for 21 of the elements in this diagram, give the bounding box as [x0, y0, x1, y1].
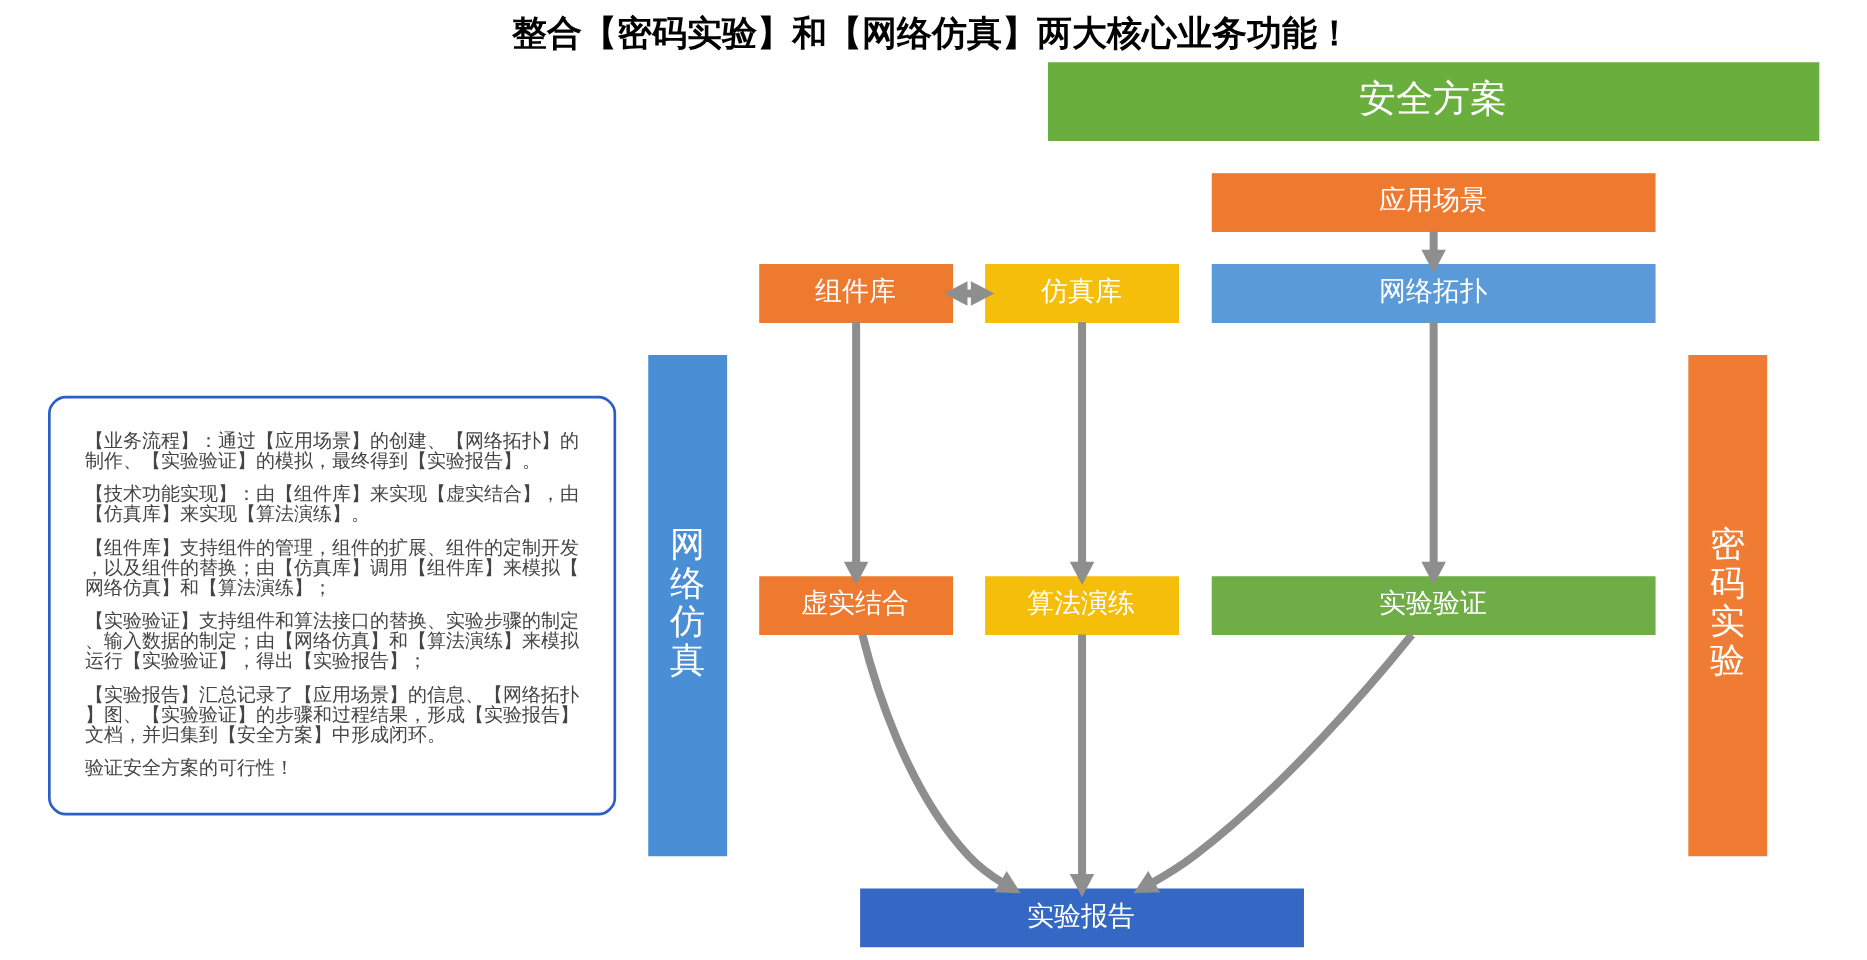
- node-box: 仿真库: [984, 264, 1179, 323]
- node-box: 组件库: [758, 264, 953, 323]
- arrow: [1420, 322, 1446, 586]
- diagram-title: 整合【密码实验】和【网络仿真】两大核心业务功能！: [511, 13, 1352, 54]
- node-box: 网络拓扑: [1211, 264, 1656, 323]
- node-box: 虚实结合: [758, 576, 953, 636]
- node-box: 实验报告: [859, 888, 1304, 948]
- node-box: 网络仿真: [647, 355, 727, 857]
- node-box: 算法演练: [984, 576, 1179, 636]
- node-box: 密码实验: [1687, 355, 1767, 857]
- arrow: [1420, 231, 1446, 274]
- arrow: [943, 281, 994, 306]
- node-box: 安全方案: [1047, 62, 1819, 142]
- arrow: [1133, 632, 1415, 893]
- arrow: [1069, 634, 1094, 898]
- node-box: 实验验证: [1211, 576, 1656, 636]
- arrow: [857, 633, 1021, 894]
- node-box: 【业务流程】：通过【应用场景】的创建、【网络拓扑】的制作、【实验验证】的模拟，最终得到【实验报告】。 【技术功能实现】：由【组件库】来实现【虚实结合】，由【仿真库】来实现【算法演练】。 【组件库】支持组件的管理，组件的扩展、组件的定制开发，以及组件的替换；由【仿真库】调用【组件库】来模拟【网络仿真】和【算法演练】； 【实验验证】支持组件和算法接口的替换、实验步骤的制定、输入数据的制定；由【网络仿真】和【算法演练】来模拟运行【实验验证】，得出【实验报告】； 【实验报告】汇总记录了【应用场景】的信息、【网络拓扑】图、【实验验证】的步骤和过程结果，形成【实验报告】文档，并归集到【安全方案】中形成闭环。 验证安全方案的可行性！: [47, 395, 616, 816]
- arrow: [1069, 322, 1094, 586]
- arrow: [843, 322, 868, 586]
- node-box: 应用场景: [1211, 173, 1656, 232]
